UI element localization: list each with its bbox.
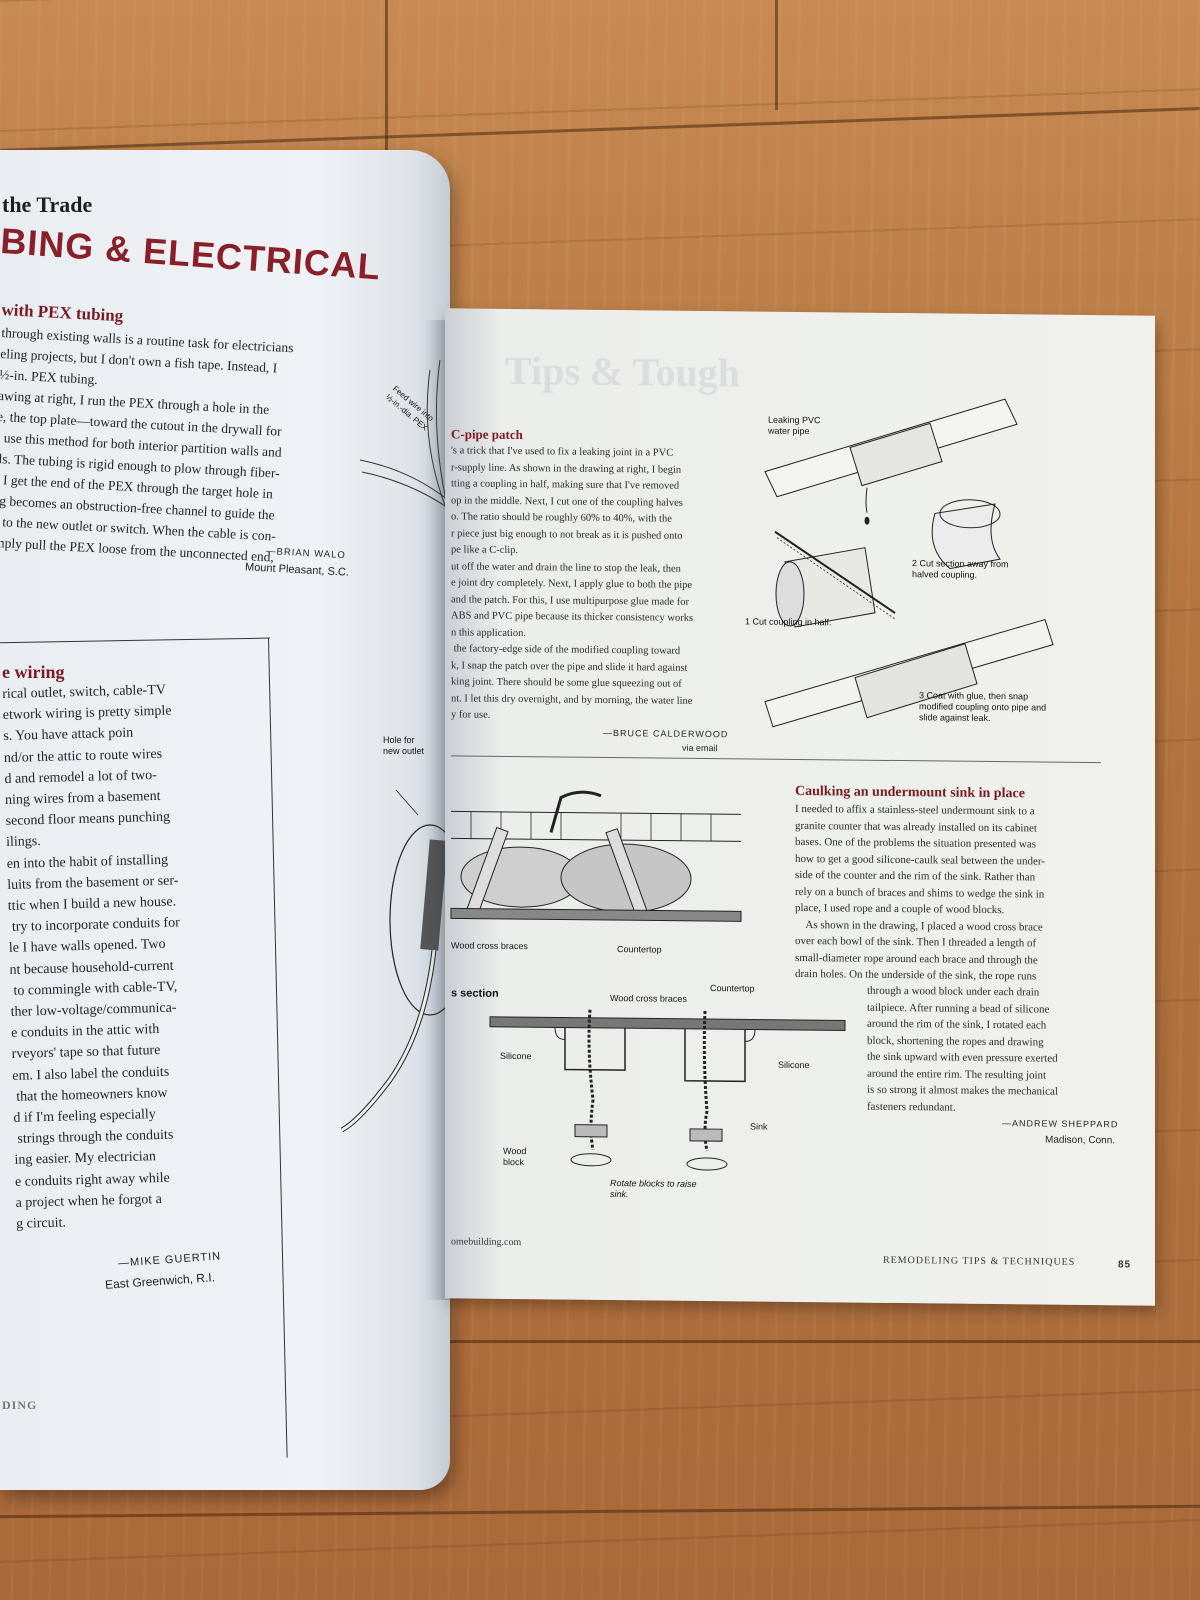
saw-cut	[774, 530, 896, 628]
floor-seam	[440, 1340, 1200, 1343]
outlet-conduit-illustration	[340, 789, 450, 1133]
caption-step2: 2 Cut section away from halved coupling.	[912, 558, 1009, 580]
text-line: nt. I let this dry overnight, and by mor…	[451, 692, 693, 707]
floor-seam	[775, 0, 778, 110]
ghost-title: Tips & Tough	[505, 347, 740, 396]
text-line: around the rim of the sink, I rotated ea…	[867, 1017, 1047, 1032]
article-body-pipe-patch: 's a trick that I've used to fix a leaki…	[451, 443, 736, 726]
patched-pipe	[764, 618, 1054, 728]
text-line: the sink upward with even pressure exert…	[867, 1050, 1058, 1065]
article-heading-sink: Caulking an undermount sink in place	[795, 783, 1025, 802]
box-right-border	[268, 637, 288, 1458]
caption-step1: 1 Cut coupling in half.	[745, 616, 832, 628]
caption-countertop-section: Countertop	[710, 983, 755, 994]
article-heading-wiring: e wiring	[2, 662, 65, 682]
leaking-pipe	[764, 398, 1018, 525]
sink-section-illustration	[489, 1009, 846, 1171]
section-divider	[451, 755, 1101, 764]
left-page: the Trade BING & ELECTRICAL with PEX tub…	[0, 150, 450, 1490]
author-bruce-calderwood: —BRUCE CALDERWOOD	[603, 727, 729, 740]
caption-silicone-right: Silicone	[778, 1059, 810, 1071]
caption-hole-outlet: Hole for new outlet	[383, 735, 425, 756]
left-footer: DING	[2, 1398, 38, 1412]
magazine-footer: REMODELING TIPS & TECHNIQUES	[883, 1254, 1076, 1268]
caption-sink: Sink	[750, 1121, 768, 1132]
text-line: y for use.	[451, 709, 491, 721]
caption-silicone-left: Silicone	[500, 1050, 532, 1062]
caption-wood-block: Wood block	[503, 1145, 527, 1168]
text-line: fasteners redundant.	[867, 1100, 956, 1114]
caption-braces-top: Wood cross braces	[451, 940, 528, 952]
location-madison: Madison, Conn.	[1045, 1134, 1116, 1147]
location-via-email: via email	[682, 742, 718, 754]
caption-rotate-blocks: Rotate blocks to raise sink.	[610, 1178, 697, 1200]
running-title: the Trade	[2, 192, 93, 217]
page-number: 85	[1118, 1259, 1132, 1271]
text-line: is so strong it almost makes the mechani…	[867, 1083, 1058, 1098]
website-footer: omebuilding.com	[451, 1236, 522, 1249]
author-mike-guertin: —MIKE GUERTIN	[117, 1250, 222, 1270]
author-andrew-sheppard: —ANDREW SHEPPARD	[1002, 1118, 1119, 1130]
article-heading-pipe-patch: C-pipe patch	[451, 426, 523, 443]
location-east-greenwich: East Greenwich, R.I.	[104, 1270, 216, 1292]
article-body-sink: I needed to affix a stainless-steel unde…	[795, 801, 1115, 986]
right-page: Tips & Tough C-pipe patch 's a trick tha…	[445, 308, 1155, 1306]
caption-step3: 3 Coat with glue, then snap modified cou…	[919, 690, 1047, 723]
box-top-border	[0, 637, 270, 644]
caption-countertop-top: Countertop	[617, 944, 662, 955]
text-line: through a wood block under each drain	[867, 984, 1040, 999]
floor-seam	[385, 0, 388, 210]
section-title: BING & ELECTRICAL	[0, 220, 383, 288]
pex-wall-illustration	[359, 359, 449, 511]
pvc-patch-illustration	[764, 398, 1054, 728]
sink-braces-illustration	[450, 790, 742, 922]
halved-coupling	[931, 499, 1001, 570]
